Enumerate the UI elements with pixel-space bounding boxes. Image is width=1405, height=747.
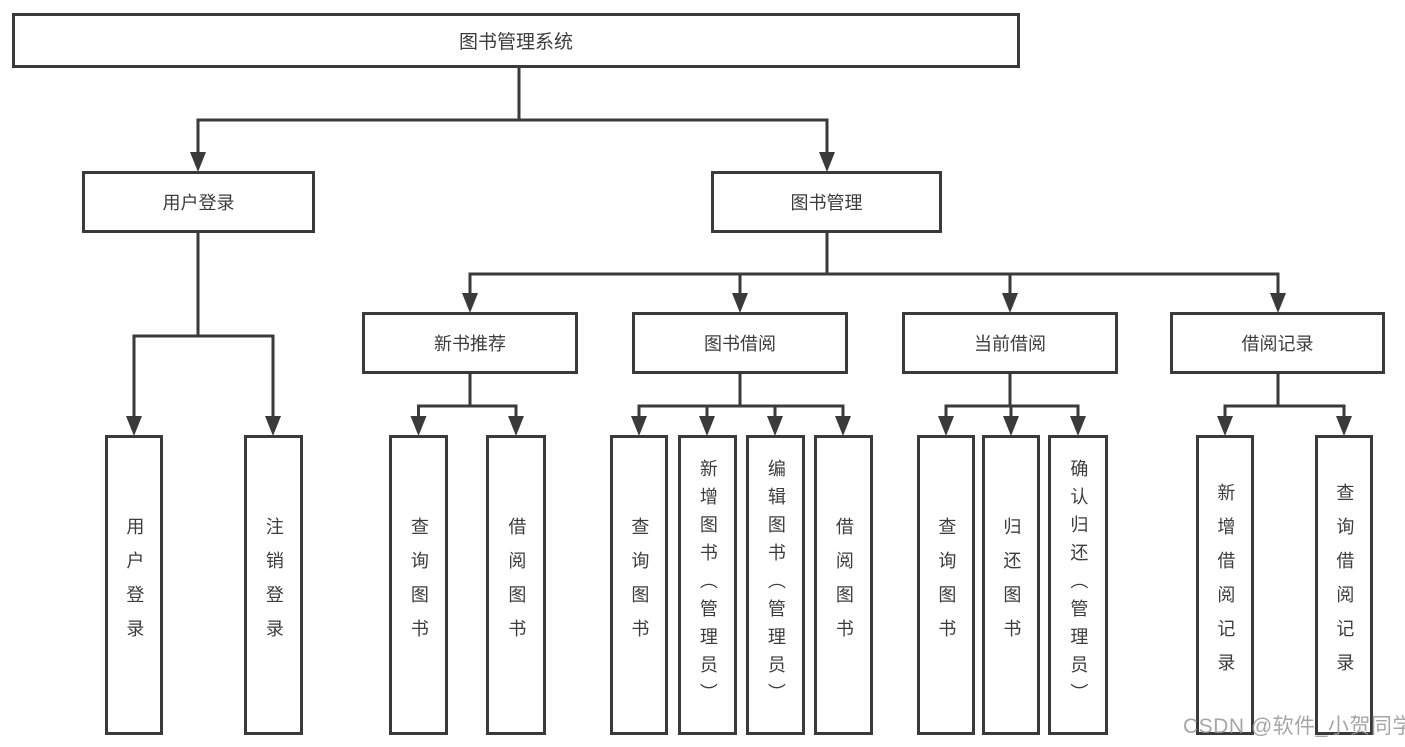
- node-label: 编辑图书（管理员）: [765, 459, 786, 711]
- node-label: 查询图书: [936, 517, 957, 653]
- node-label: 借阅图书: [506, 517, 527, 653]
- csdn-watermark: CSDN @软件_小贺同学: [1183, 715, 1405, 738]
- leaf-borrow-books-borrowing: 借阅图书: [814, 435, 873, 735]
- leaf-return-books: 归还图书: [982, 435, 1040, 735]
- leaf-confirm-return-admin: 确认归还（管理员）: [1048, 435, 1108, 735]
- leaf-add-borrow-record: 新增借阅记录: [1196, 435, 1254, 735]
- node-label: 借阅图书: [833, 517, 854, 653]
- node-label: 查询借阅记录: [1334, 483, 1355, 687]
- leaf-query-books-recommend: 查询图书: [389, 435, 448, 735]
- node-label: 新增借阅记录: [1215, 483, 1236, 687]
- node-label: 借阅记录: [1241, 334, 1314, 354]
- leaf-logout: 注销登录: [244, 435, 303, 735]
- node-book-management: 图书管理: [711, 171, 942, 233]
- leaf-query-books-current: 查询图书: [917, 435, 975, 735]
- node-label: 查询图书: [408, 517, 429, 653]
- node-label: 归还图书: [1001, 517, 1022, 653]
- node-book-borrowing: 图书借阅: [632, 312, 848, 374]
- node-label: 当前借阅: [974, 334, 1046, 354]
- leaf-query-books-borrowing: 查询图书: [610, 435, 668, 735]
- node-library-management-system: 图书管理系统: [12, 13, 1020, 68]
- node-label: 图书管理系统: [458, 32, 573, 53]
- node-user-login-group: 用户登录: [82, 171, 315, 233]
- leaf-query-borrow-record: 查询借阅记录: [1315, 435, 1373, 735]
- node-label: 新增图书（管理员）: [697, 459, 718, 711]
- node-label: 用户登录: [162, 193, 235, 213]
- node-label: 注销登录: [263, 517, 284, 653]
- leaf-user-login: 用户登录: [105, 435, 163, 735]
- node-label: 新书推荐: [434, 334, 506, 354]
- node-label: 查询图书: [629, 517, 650, 653]
- leaf-borrow-books-recommend: 借阅图书: [486, 435, 546, 735]
- node-new-book-recommend: 新书推荐: [362, 312, 578, 374]
- node-label: 图书借阅: [704, 334, 776, 354]
- node-label: 确认归还（管理员）: [1068, 459, 1089, 711]
- node-label: 图书管理: [790, 193, 863, 213]
- node-current-borrowing: 当前借阅: [902, 312, 1118, 374]
- leaf-edit-books-admin: 编辑图书（管理员）: [746, 435, 805, 735]
- node-borrowing-records: 借阅记录: [1170, 312, 1385, 374]
- node-label: 用户登录: [124, 517, 145, 653]
- leaf-add-books-admin: 新增图书（管理员）: [678, 435, 737, 735]
